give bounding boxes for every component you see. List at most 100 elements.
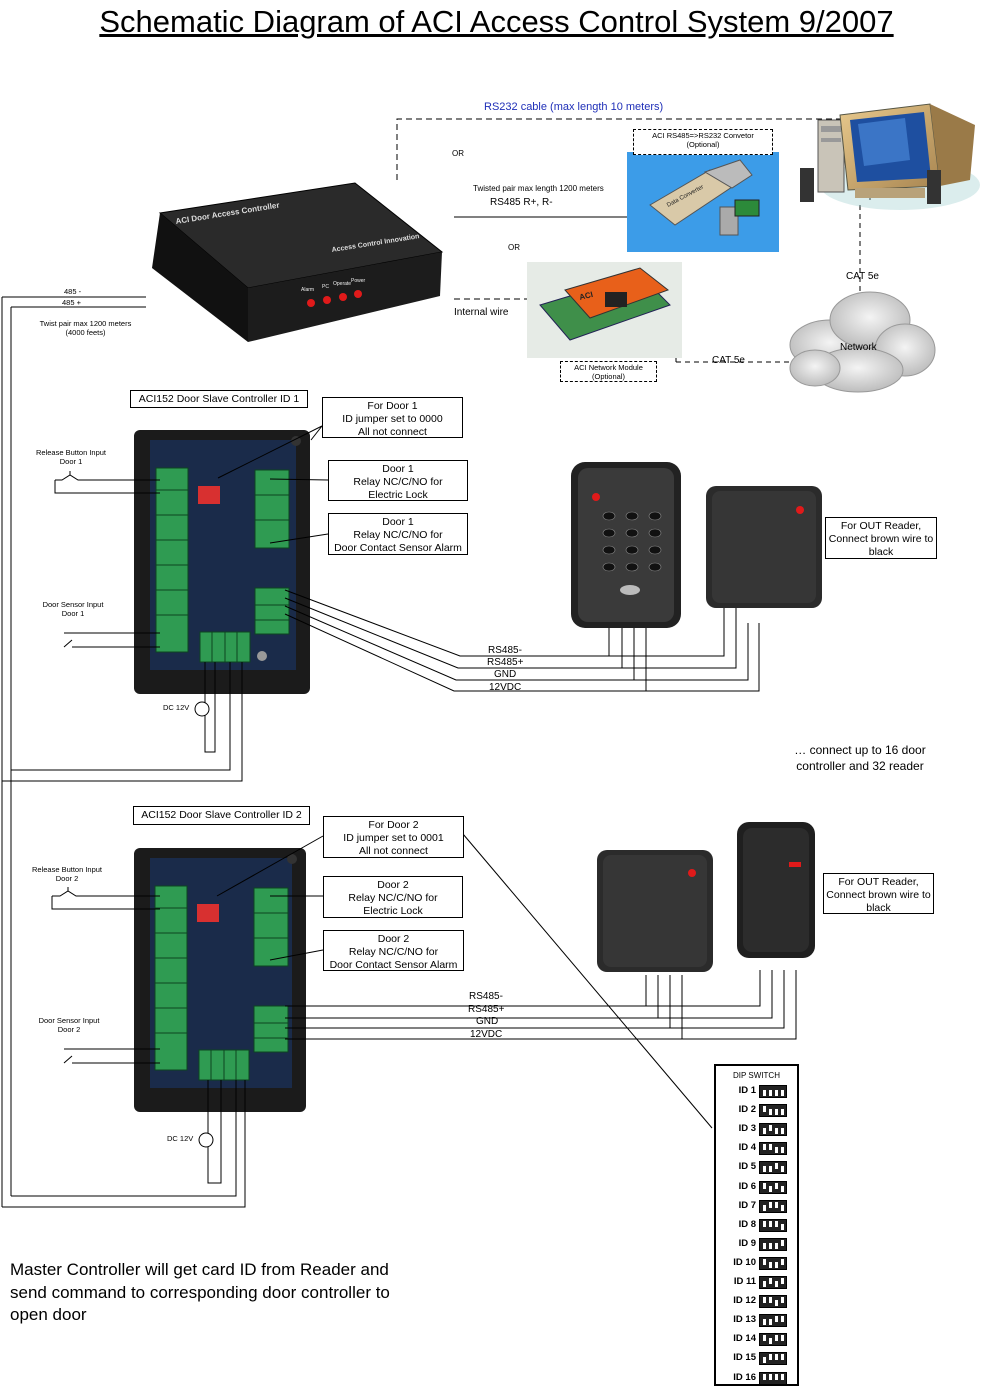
slave2-release-line-2: Door 2 [55,874,79,883]
dip-row-label: ID 7 [738,1199,756,1211]
dip-switch-graphic [759,1123,787,1137]
slave1-out-reader-line-1: For OUT Reader, [840,520,922,532]
out-reader-2a [597,850,713,972]
slave2-out-reader-line-2: Connect brown wire to [826,889,931,901]
computer [800,103,980,210]
bus-twist-note: Twist pair max 1200 meters (4000 feets) [28,319,143,337]
slave2-out-reader-line-1: For OUT Reader, [838,876,919,888]
slave1-lock-box: Door 1 Relay NC/C/NO for Electric Lock [328,460,468,501]
slave2-wire-rs485-plus: RS485+ [468,1004,505,1015]
slave1-sensor-line-1: Door 1 [382,516,414,528]
dip-switch-graphic [759,1142,787,1156]
dip-row-label: ID 11 [733,1276,756,1287]
dip-row: ID 9 [726,1237,796,1251]
dip-row: ID 16 [726,1371,796,1385]
dip-row-label: ID 5 [738,1161,756,1173]
slave-controller-2 [134,848,306,1112]
internal-wire-label: Internal wire [454,307,509,318]
dip-row: ID 2 [726,1103,796,1118]
slave2-lock-line-2: Relay NC/C/NO for [348,892,438,904]
slave2-sensor-line-3: Door Contact Sensor Alarm [329,959,458,971]
connect-note-line-2: controller and 32 reader [796,759,924,773]
slave-controller-1 [134,430,310,694]
slave1-wire-rs485-plus: RS485+ [487,657,524,668]
dip-row: ID 11 [726,1275,796,1289]
slave2-release-label: Release Button Input Door 2 [16,865,118,883]
led-label-operate: Operate [333,281,351,287]
dip-row-label: ID 1 [738,1085,756,1096]
keypad-reader-1 [571,462,681,628]
twisted-pair-note: Twisted pair max length 1200 meters [473,184,604,193]
or-label-2: OR [508,243,520,252]
dip-row: ID 7 [726,1199,796,1213]
dip-row-label: ID 16 [733,1371,756,1383]
slave1-title-box: ACI152 Door Slave Controller ID 1 [130,390,308,408]
converter-optional-box: ACI RS485=>RS232 Convetor (Optional) [633,129,773,155]
slave1-out-reader-line-2: Connect brown wire to [828,533,934,545]
dip-row-label: ID 10 [733,1256,756,1268]
dip-row-label: ID 12 [733,1295,756,1307]
dip-row-label: ID 9 [738,1237,756,1249]
network-module-optional-box: ACI Network Module (Optional) [560,361,657,382]
slave2-lock-line-1: Door 2 [377,879,409,891]
slave1-release-label: Release Button Input Door 1 [20,448,122,466]
dip-row: ID 14 [726,1332,796,1347]
slave2-title-box: ACI152 Door Slave Controller ID 2 [133,806,310,825]
slave1-wire-rs485-minus: RS485- [488,645,522,656]
bus-minus-label: 485 - [64,287,82,296]
slave1-jumper-box: For Door 1 ID jumper set to 0000 All not… [322,397,463,438]
slave2-jumper-line-2: ID jumper set to 0001 [343,832,444,844]
or-label-1: OR [452,149,464,158]
dip-row: ID 6 [726,1180,796,1194]
bus-plus-label: 485 + [62,298,81,307]
dip-switch-graphic [759,1352,787,1366]
converter-box-line-2: (Optional) [686,140,720,149]
slave2-lock-box: Door 2 Relay NC/C/NO for Electric Lock [323,876,463,918]
dip-row: ID 4 [726,1141,796,1156]
slave2-jumper-line-3: All not connect [359,845,428,857]
slave1-sensor-line-3: Door Contact Sensor Alarm [334,542,462,554]
dip-row-label: ID 3 [738,1123,756,1135]
dip-row: ID 8 [726,1218,796,1232]
slave2-out-reader-line-3: black [866,902,891,914]
slave2-release-line-1: Release Button Input [31,865,103,874]
slave1-sensor-input-line-2: Door 1 [61,609,85,618]
dip-switch-table: DIP SWITCH ID 1 ID 2 ID 3 ID 4 ID 5 ID 6 ID 7 I… [714,1064,799,1386]
module-label: ACI [578,290,594,302]
slave1-jumper-line-3: All not connect [358,426,427,438]
network-cloud [789,291,936,393]
slave1-lock-line-2: Relay NC/C/NO for [353,476,443,488]
slave1-out-reader-box: For OUT Reader, Connect brown wire to bl… [825,517,937,559]
led-label-alarm: Alarm [301,287,314,293]
slave1-sensor-input-line-1: Door Sensor Input [42,600,104,609]
dip-row: ID 12 [726,1294,796,1309]
dip-switch-graphic [759,1199,787,1213]
dip-switch-graphic [759,1295,787,1309]
slave2-sensor-input-line-2: Door 2 [57,1025,81,1034]
slave1-sensor-input-label: Door Sensor Input Door 1 [24,600,122,618]
dip-row: ID 15 [726,1351,796,1366]
dip-row: ID 13 [726,1313,796,1328]
slave2-wire-12vdc: 12VDC [470,1029,503,1040]
dip-switch-header: DIP SWITCH [733,1071,780,1080]
dip-switch-graphic [759,1180,787,1194]
diagram-title: Schematic Diagram of ACI Access Control … [99,4,894,39]
dip-row-label: ID 6 [738,1180,756,1192]
slave2-sensor-input-line-1: Door Sensor Input [38,1016,100,1025]
network-module-box-line-1: ACI Network Module [574,363,643,372]
network-module: ACI [527,262,682,358]
dip-switch-graphic [759,1314,787,1328]
bottom-note: Master Controller will get card ID from … [10,1260,390,1324]
dip-switch-graphic [759,1237,787,1251]
slave2-out-reader-box: For OUT Reader, Connect brown wire to bl… [823,873,934,914]
master-controller: ACI Door Access Controller Access Contro… [152,182,444,342]
dip-switch-graphic [759,1085,787,1098]
slave2-dc-label: DC 12V [167,1134,194,1143]
slave2-sensor-line-2: Relay NC/C/NO for [348,946,439,958]
slave2-jumper-box: For Door 2 ID jumper set to 0001 All not… [323,816,464,858]
slave2-wire-gnd: GND [476,1016,499,1027]
bus-twist-note-line-1: Twist pair max 1200 meters [39,319,132,328]
slave1-sensor-line-2: Relay NC/C/NO for [353,529,443,541]
connect-note: … connect up to 16 door controller and 3… [770,742,950,774]
